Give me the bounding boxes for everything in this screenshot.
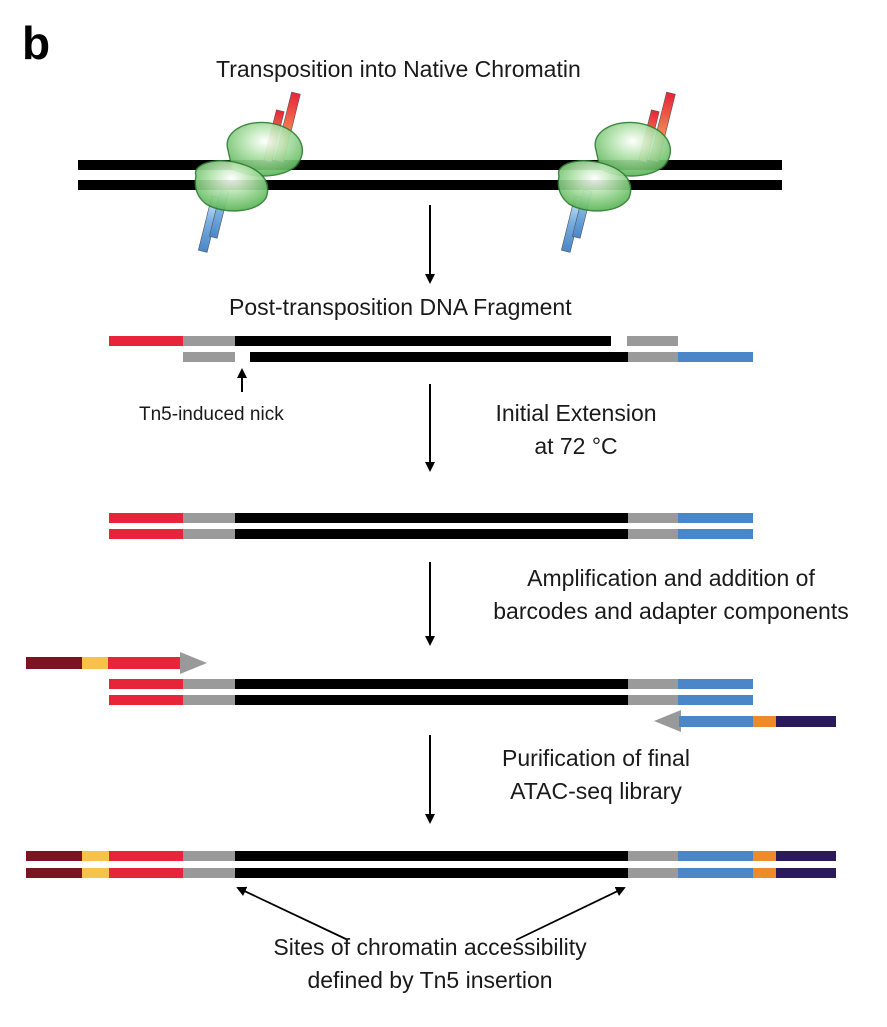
extension-label-line1: Initial Extension: [495, 400, 657, 426]
final-atac-seq-library: [26, 851, 836, 878]
post-transposition-fragment: [109, 336, 753, 362]
purification-label-line2: ATAC-seq library: [510, 778, 682, 804]
extended-fragment: [109, 513, 753, 539]
amplification-label-line2: barcodes and adapter components: [493, 598, 849, 624]
nick-label: Tn5-induced nick: [139, 404, 284, 425]
transposase-complex-left: [194, 91, 304, 253]
sites-label: Sites of chromatin accessibility defined…: [230, 934, 630, 994]
sites-label-line2: defined by Tn5 insertion: [307, 967, 553, 993]
reverse-primer: [654, 710, 836, 732]
purification-label: Purification of final ATAC-seq library: [466, 745, 726, 805]
amplification-template: [109, 679, 753, 705]
insertion-site-arrow-right: [515, 886, 626, 941]
fragment-heading: Post-transposition DNA Fragment: [229, 294, 572, 320]
panel-label: b: [22, 17, 51, 69]
insertion-site-arrow-left: [236, 886, 349, 941]
amplification-label-line1: Amplification and addition of: [527, 565, 815, 591]
extension-label-line2: at 72 °C: [534, 433, 618, 459]
transposition-heading: Transposition into Native Chromatin: [216, 56, 581, 82]
native-chromatin-dna: [78, 160, 782, 190]
extension-label: Initial Extension at 72 °C: [466, 400, 686, 460]
transposase-complex-right: [557, 91, 676, 253]
sites-label-line1: Sites of chromatin accessibility: [273, 934, 587, 960]
forward-primer: [26, 652, 207, 674]
amplification-label: Amplification and addition of barcodes a…: [466, 565, 876, 625]
purification-label-line1: Purification of final: [502, 745, 690, 771]
